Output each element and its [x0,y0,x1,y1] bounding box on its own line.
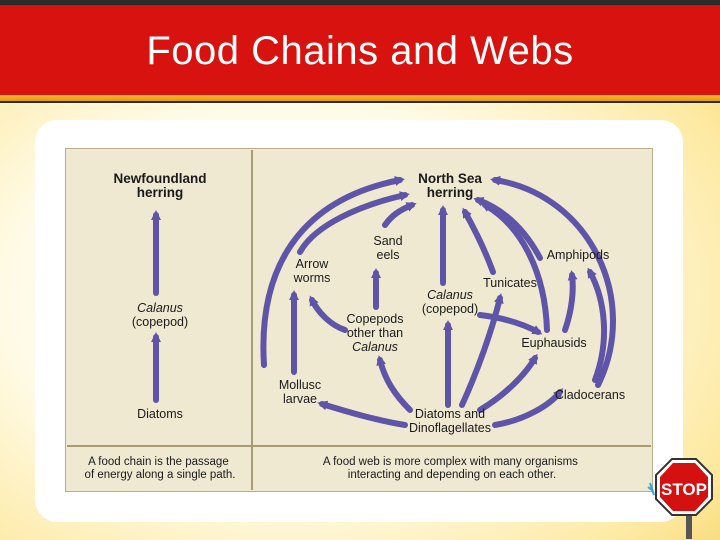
title-bar: Food Chains and Webs [0,0,720,103]
arrow-cladocerans-to-herring [490,175,616,388]
node-cladocerans: Cladocerans [555,388,625,402]
node-ns-herring-line-1: herring [427,185,474,200]
node-chain-calanus-line-1: (copepod) [132,315,188,329]
node-tunicates-line-0: Tunicates [483,276,537,290]
node-arrow-worms-line-1: worms [293,271,331,285]
node-copepods-other-line-1: other than [347,326,403,340]
arrow-diatoms-to-cladocerans [492,388,564,428]
node-chain-diatoms: Diatoms [137,407,183,421]
stop-label: STOP [661,480,707,499]
node-nf-herring-line-1: herring [137,185,184,200]
node-ns-herring-line-0: North Sea [418,171,482,186]
arrow-mollusc-to-herring [260,176,405,368]
node-amphipods-line-0: Amphipods [547,248,610,262]
arrow-arrowworms-to-herring [297,191,410,255]
arrow-diatoms-to-tunicates [459,293,504,408]
node-sand-eels-line-0: Sand [373,234,402,248]
node-web-calanus: Calanus(copepod) [422,288,478,316]
arrow-copepods-to-arrowworms [309,295,348,333]
node-sand-eels-line-1: eels [377,248,400,262]
node-amphipods: Amphipods [547,248,610,262]
slide-title: Food Chains and Webs [146,29,574,73]
node-copepods-other-line-2: Calanus [352,340,398,354]
arrow-diatoms-to-euphausids [477,353,538,413]
node-chain-diatoms-line-0: Diatoms [137,407,183,421]
web-caption: A food web is more complex with many org… [323,456,581,481]
arrow-calanus-to-euphausids [477,312,543,335]
arrow-tunicates-to-herring [462,207,496,275]
arrow-euphausids-to-herring [480,202,550,333]
node-arrow-worms-line-0: Arrow [296,257,330,271]
node-chain-calanus-line-0: Calanus [137,301,183,315]
node-euphausids-line-0: Euphausids [521,336,586,350]
stop-sign-icon[interactable]: STOP [646,455,718,539]
node-copepods-other-line-0: Copepods [347,312,404,326]
node-mollusc-larvae-line-0: Mollusc [279,378,321,392]
node-cladocerans-line-0: Cladocerans [555,388,625,402]
chain-caption: A food chain is the passage of energy al… [85,456,236,481]
node-mollusc-larvae-line-1: larvae [283,392,317,406]
node-web-calanus-line-0: Calanus [427,288,473,302]
node-diatoms-dinoflagellates-line-1: Dinoflagellates [409,421,491,435]
node-nf-herring-line-0: Newfoundland [114,171,207,186]
arrow-diatoms-to-copepods [376,355,413,413]
node-chain-calanus: Calanus(copepod) [132,301,188,329]
arrow-sandeels-to-herring [382,202,417,228]
node-euphausids: Euphausids [521,336,586,350]
arrow-euphausids-to-amphipods [562,270,578,333]
node-diatoms-dinoflagellates-line-0: Diatoms and [415,407,485,421]
arrow-cladocerans-to-amphipods [587,267,607,383]
node-tunicates: Tunicates [483,276,537,290]
arrow-diatoms-to-mollusc [317,400,408,428]
node-web-calanus-line-1: (copepod) [422,302,478,316]
